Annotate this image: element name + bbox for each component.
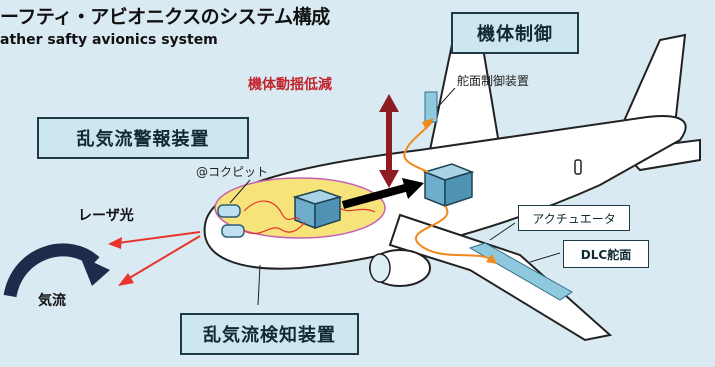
laser-label: レーザ光 [78,208,134,224]
leader-control-surface [436,87,456,109]
leader-cockpit [229,179,251,204]
airflow-label: 気流 [38,293,66,309]
laser-emitter-2 [221,224,245,238]
vibration-reduction-label: 機体動揺低減 [248,77,332,93]
sensor-wire-3 [339,207,376,213]
lower-wing [388,213,613,342]
actuator-line-lower [415,205,493,261]
dlc-surface-box: DLC舵面 [563,240,649,268]
airflow-arrow-body [3,243,100,298]
leader-detection [257,264,261,306]
sensor-wire-2 [243,221,306,235]
diagram-title: ーフティ・アビオニクスのシステム構成 [0,6,330,28]
dlc-surface-strip [468,242,573,301]
controller-cube [422,163,475,208]
control-surface-device-label: 舵面制御装置 [457,74,530,88]
airframe-control-box: 機体制御 [451,12,579,54]
cockpit-label: @コクピット [196,165,269,179]
laser-ray-2 [125,235,201,281]
turbulence-detection-box: 乱気流検知装置 [180,313,359,355]
sensor-wire-1 [243,200,301,221]
actuator-line-upper [403,121,433,173]
signal-arrow-shaft [341,184,407,209]
upper-control-surface [424,91,438,123]
diagram-subtitle: ather safty avionics system [0,32,218,48]
laser-ray-1 [117,231,201,244]
engine-intake [369,253,391,283]
laser-emitter-1 [217,204,241,218]
leader-dlc [529,252,561,263]
leader-actuator [489,222,516,241]
airflow-arrow-head [80,256,110,286]
actuator-box: アクチュエータ [518,205,630,231]
turbulence-warning-box: 乱気流警報装置 [37,117,249,159]
door-window [574,159,582,175]
processor-cube [292,189,343,230]
signal-arrow-head [402,178,424,199]
